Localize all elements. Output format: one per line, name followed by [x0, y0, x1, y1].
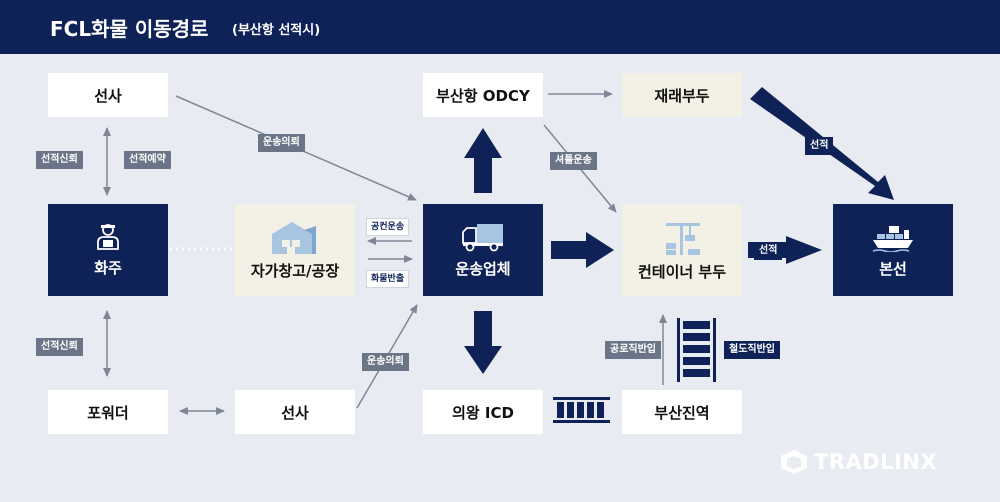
watermark-text: TRADLINX [814, 450, 938, 474]
label-transport-request-bottom: 운송의뢰 [362, 353, 409, 371]
node-container-pier: 컨테이너 부두 [622, 204, 742, 296]
label-loading-top: 선적 [805, 137, 834, 155]
rail-track-vertical [677, 318, 716, 382]
label-booking-request-bottom: 선적신뢰 [36, 338, 83, 356]
label-loading-mid: 선적 [754, 242, 783, 260]
node-busan-jinyeok: 부산진역 [622, 390, 742, 434]
ship-icon [872, 225, 913, 252]
rail-track-horizontal [553, 397, 610, 423]
node-container-pier-label: 컨테이너 부두 [637, 262, 727, 281]
node-warehouse-label: 자가창고/공장 [250, 261, 340, 280]
node-main-vessel: 본선 [833, 204, 953, 296]
label-transport-request-top: 운송의뢰 [258, 134, 305, 152]
label-rail-direct-in: 철도직반입 [724, 341, 780, 359]
arrow-transport-right [551, 232, 614, 268]
worker-icon [97, 223, 119, 250]
node-uiwang-icd: 의왕 ICD [423, 390, 543, 434]
node-transport-company: 운송업체 [423, 204, 543, 296]
node-busan-odcy: 부산항 ODCY [423, 73, 543, 117]
node-shipper: 화주 [48, 204, 168, 296]
crane-icon [666, 222, 700, 255]
watermark-logo: TRADLINX [780, 449, 937, 475]
node-warehouse: 자가창고/공장 [235, 204, 355, 296]
tradlinx-logo-icon [781, 450, 807, 474]
warehouse-icon [272, 221, 316, 254]
page-subtitle: (부산항 선적시) [232, 23, 321, 38]
node-main-vessel-label: 본선 [879, 259, 907, 278]
arrow-transport-up [464, 128, 502, 193]
label-cargo-carry-in: 화물반출 [366, 270, 410, 288]
label-road-direct-in: 공로직반입 [605, 341, 661, 359]
label-empty-transport: 공컨운송 [366, 218, 410, 236]
arrow-transport-down [464, 311, 502, 374]
header-bar: FCL화물 이동경로 (부산항 선적시) [0, 0, 1000, 54]
node-carrier-bottom: 선사 [235, 390, 355, 434]
label-booking-reservation: 선적예약 [124, 151, 171, 169]
node-rehandling-pier: 재래부두 [622, 73, 742, 117]
page-title: FCL화물 이동경로 [50, 17, 209, 41]
label-shuttle-transport: 셔틀운송 [550, 152, 597, 170]
node-carrier-top: 선사 [48, 73, 168, 117]
truck-icon [462, 223, 503, 251]
node-forwarder: 포워더 [48, 390, 168, 434]
node-transport-company-label: 운송업체 [455, 259, 511, 278]
node-shipper-label: 화주 [94, 258, 122, 277]
label-booking-request: 선적신뢰 [36, 151, 83, 169]
